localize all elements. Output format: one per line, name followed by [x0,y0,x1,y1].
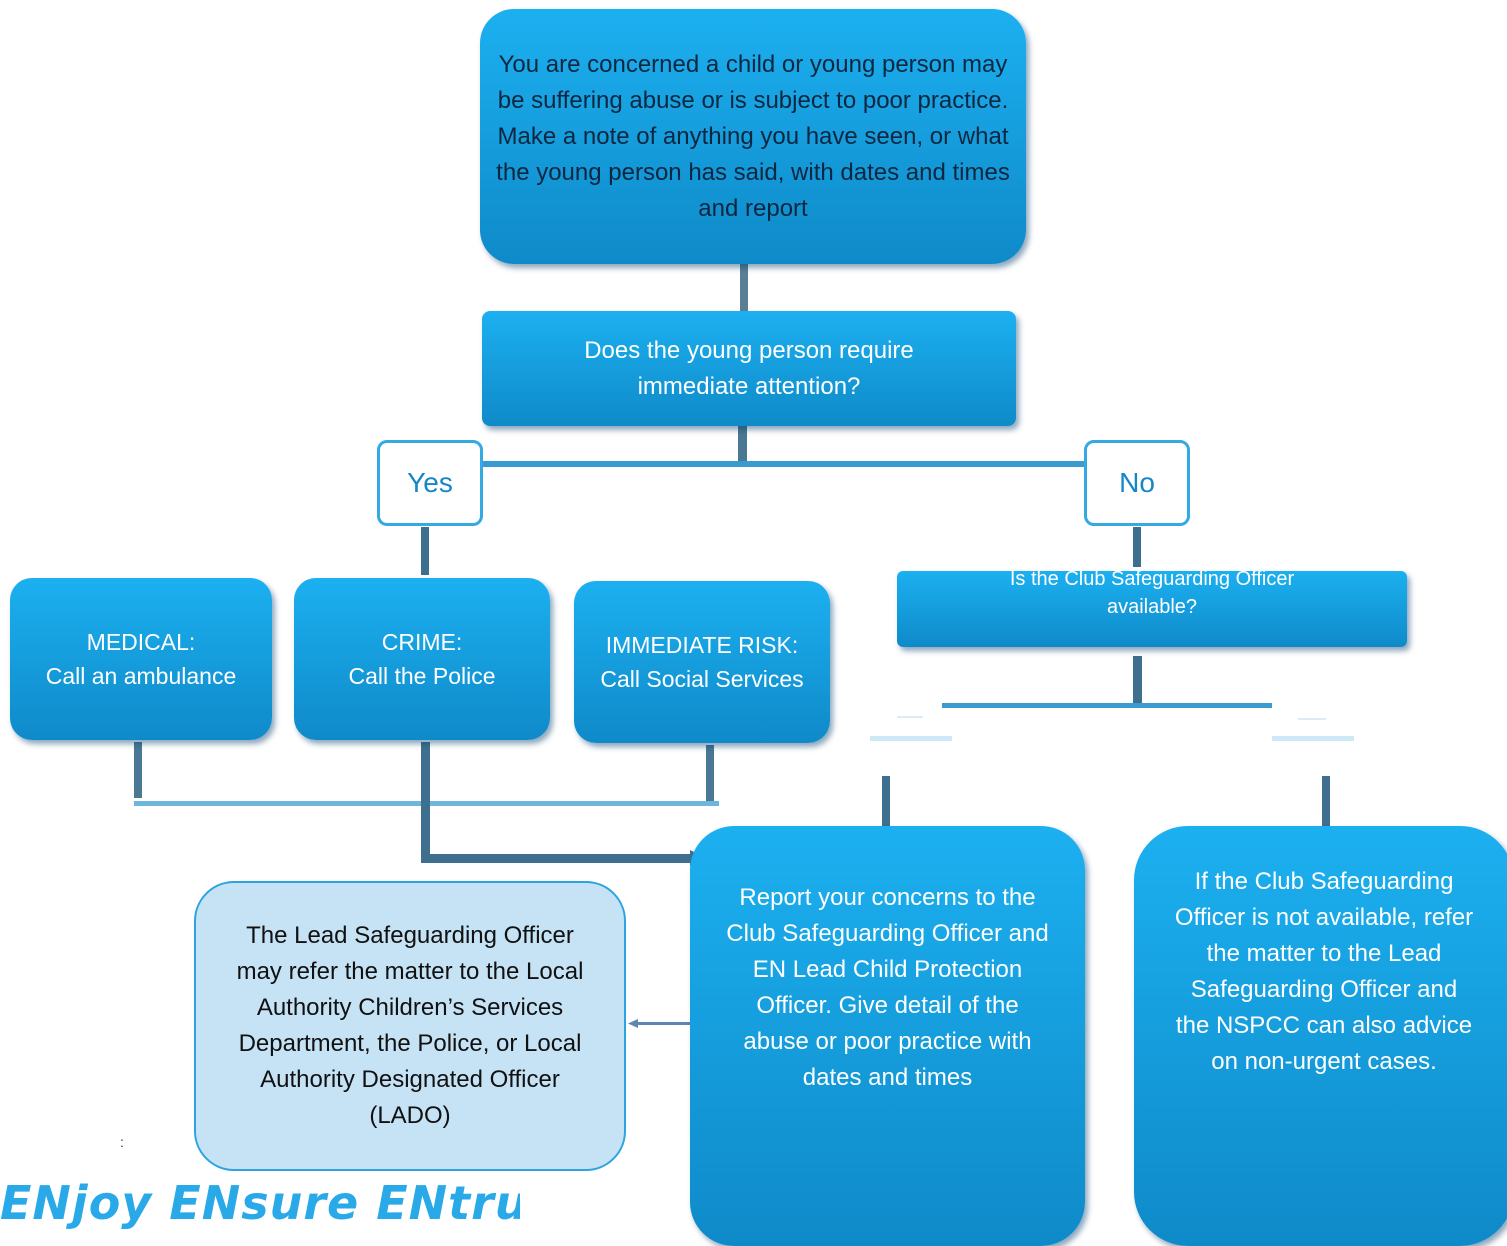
arrowhead-to-lead [628,1019,638,1028]
concern-text: You are concerned a child or young perso… [496,50,1010,222]
connector-faint-right [1272,736,1354,741]
lead-officer-text: The Lead Safeguarding Officer may refer … [236,922,584,1129]
footer-logo-text: ENjoy ENsure ENtrust [0,1176,520,1230]
not-available-box: If the Club Safeguarding Officer is not … [1134,826,1507,1246]
connector-officer-hline [942,703,1272,708]
report-text: Report your concerns to the Club Safegua… [726,884,1049,1091]
medical-box: MEDICAL: Call an ambulance [10,578,272,740]
connector-concern-question [740,264,748,312]
connector-officer-split [1133,656,1142,704]
crime-box: CRIME: Call the Police [294,578,550,740]
footer-logo: ENjoy ENsure ENtrust [0,1176,520,1230]
connector-report-lead [632,1022,690,1025]
connector-question-split [738,426,747,464]
connector-to-report [882,776,890,826]
connector-risk-drop [706,745,714,801]
risk-text: IMMEDIATE RISK: Call Social Services [600,632,804,692]
connector-medical-drop [134,742,142,798]
no-label: No [1119,467,1155,498]
connector-to-not-available [1322,776,1330,826]
connector-faint-left [870,736,952,741]
officer-available-text: Is the Club Safeguarding Officer availab… [1009,571,1295,618]
side-marker: : [120,1134,124,1150]
connector-yes-crime [421,527,429,575]
no-box: No [1084,440,1190,526]
connector-crime-report [421,854,697,863]
risk-box: IMMEDIATE RISK: Call Social Services [574,581,830,743]
question-box: Does the young person require immediate … [482,311,1016,426]
lead-officer-box: The Lead Safeguarding Officer may refer … [194,881,626,1171]
connector-yes-no-line [480,461,1086,467]
connector-crime-drop [421,742,430,860]
medical-text: MEDICAL: Call an ambulance [45,629,237,689]
report-box: Report your concerns to the Club Safegua… [690,826,1085,1246]
connector-no-officer [1133,527,1141,567]
concern-box: You are concerned a child or young perso… [480,9,1026,264]
crime-text: CRIME: Call the Police [348,629,496,689]
not-available-text: If the Club Safeguarding Officer is not … [1174,868,1474,1075]
yes-label: Yes [407,467,453,498]
question-text: Does the young person require immediate … [584,336,914,400]
yes-box: Yes [377,440,483,526]
officer-available-box: Is the Club Safeguarding Officer availab… [897,571,1407,647]
